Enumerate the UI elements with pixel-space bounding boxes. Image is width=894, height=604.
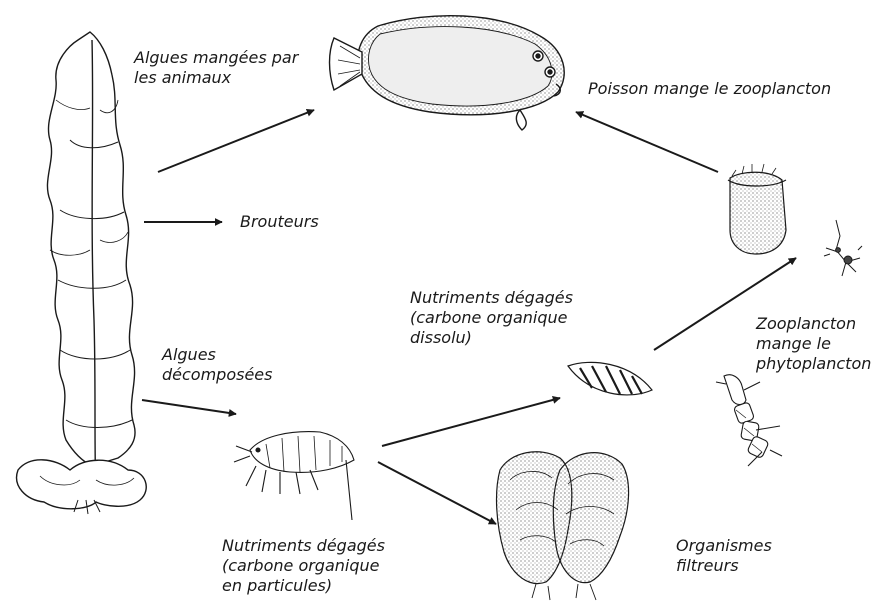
diatom-chain-icon xyxy=(716,375,782,466)
jellyfish-zooplankton-icon xyxy=(728,164,786,254)
amphipod-icon xyxy=(234,432,354,520)
label-filtreurs: Organismes filtreurs xyxy=(676,536,772,576)
arrow-amphipod-to-filtreurs xyxy=(378,462,496,524)
arrow-algues-to-decomposees xyxy=(142,400,236,414)
label-zooplancton: Zooplancton mange le phytoplancton xyxy=(756,314,871,374)
label-algues-mangees: Algues mangées par les animaux xyxy=(134,48,298,88)
label-nutriments-dissous: Nutriments dégagés (carbone organique di… xyxy=(410,288,573,348)
arrow-zooplancton-to-poisson xyxy=(576,112,718,172)
kelp-plant-icon xyxy=(17,32,147,514)
flatfish-icon xyxy=(330,16,565,130)
label-poisson: Poisson mange le zooplancton xyxy=(588,79,831,99)
mussels-icon xyxy=(497,452,629,600)
label-nutriments-particules: Nutriments dégagés (carbone organique en… xyxy=(222,536,385,596)
label-algues-decomposees: Algues décomposées xyxy=(162,345,272,385)
phytoplankton-cell-icon xyxy=(568,362,652,395)
label-brouteurs: Brouteurs xyxy=(240,212,319,232)
arrow-amphipod-to-phytoplancton xyxy=(382,398,560,446)
copepod-zooplankton-icon xyxy=(824,220,862,276)
arrow-algues-to-poisson xyxy=(158,110,314,172)
